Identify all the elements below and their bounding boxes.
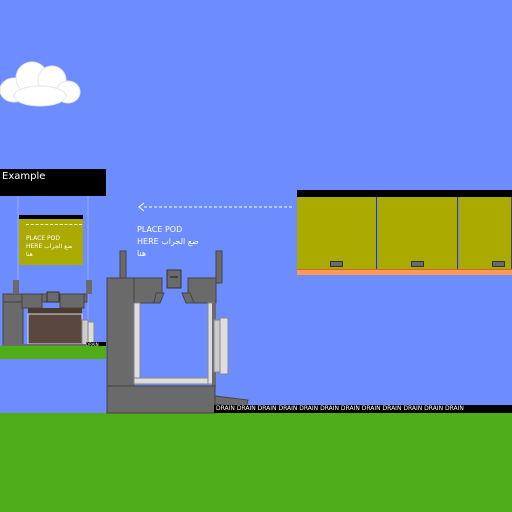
example-hint-line3: هنا	[26, 251, 33, 258]
example-pod	[19, 215, 83, 265]
drag-arrow	[138, 202, 292, 212]
place-pod-hint-line3: هنا	[137, 249, 147, 258]
example-hint-line2: HERE ضع الجراب	[26, 243, 73, 250]
example-machine	[2, 280, 95, 348]
pod-slot-icon	[411, 261, 424, 267]
coffee-machine[interactable]	[104, 248, 254, 414]
example-hint-line1: PLACE POD	[26, 235, 60, 242]
pod-slot-icon	[330, 261, 343, 267]
place-pod-hint-line1: PLACE POD	[137, 225, 183, 234]
coffee-pod[interactable]	[378, 197, 458, 269]
example-scene: PLACE POD HERE ضع الجراب هنا DRAIN	[0, 196, 106, 359]
coffee-pod[interactable]	[297, 197, 377, 269]
pod-tray	[297, 190, 512, 285]
example-panel: Example PLACE POD HERE ضع الجراب هنا	[0, 169, 106, 359]
place-pod-hint: PLACE POD HERE ضع الجراب هنا	[137, 224, 227, 260]
example-drain-label: DRAIN	[86, 342, 106, 347]
example-grass	[0, 346, 106, 359]
place-pod-hint-line2: HERE ضع الجراب	[137, 237, 199, 246]
cloud	[0, 61, 81, 107]
example-arrow	[26, 224, 82, 225]
pod-tray-top-bar	[297, 190, 512, 197]
example-title-bar: Example	[0, 169, 106, 196]
pod-drop-zone[interactable]	[166, 269, 182, 289]
pod-slot-icon	[492, 261, 505, 267]
grass-ground	[0, 413, 512, 512]
pod-tray-base	[297, 269, 512, 275]
example-hint: PLACE POD HERE ضع الجراب هنا	[26, 235, 86, 259]
example-title: Example	[2, 171, 46, 182]
coffee-pod[interactable]	[459, 197, 512, 269]
drain-strip: DRAIN DRAIN DRAIN DRAIN DRAIN DRAIN DRAI…	[214, 405, 512, 413]
